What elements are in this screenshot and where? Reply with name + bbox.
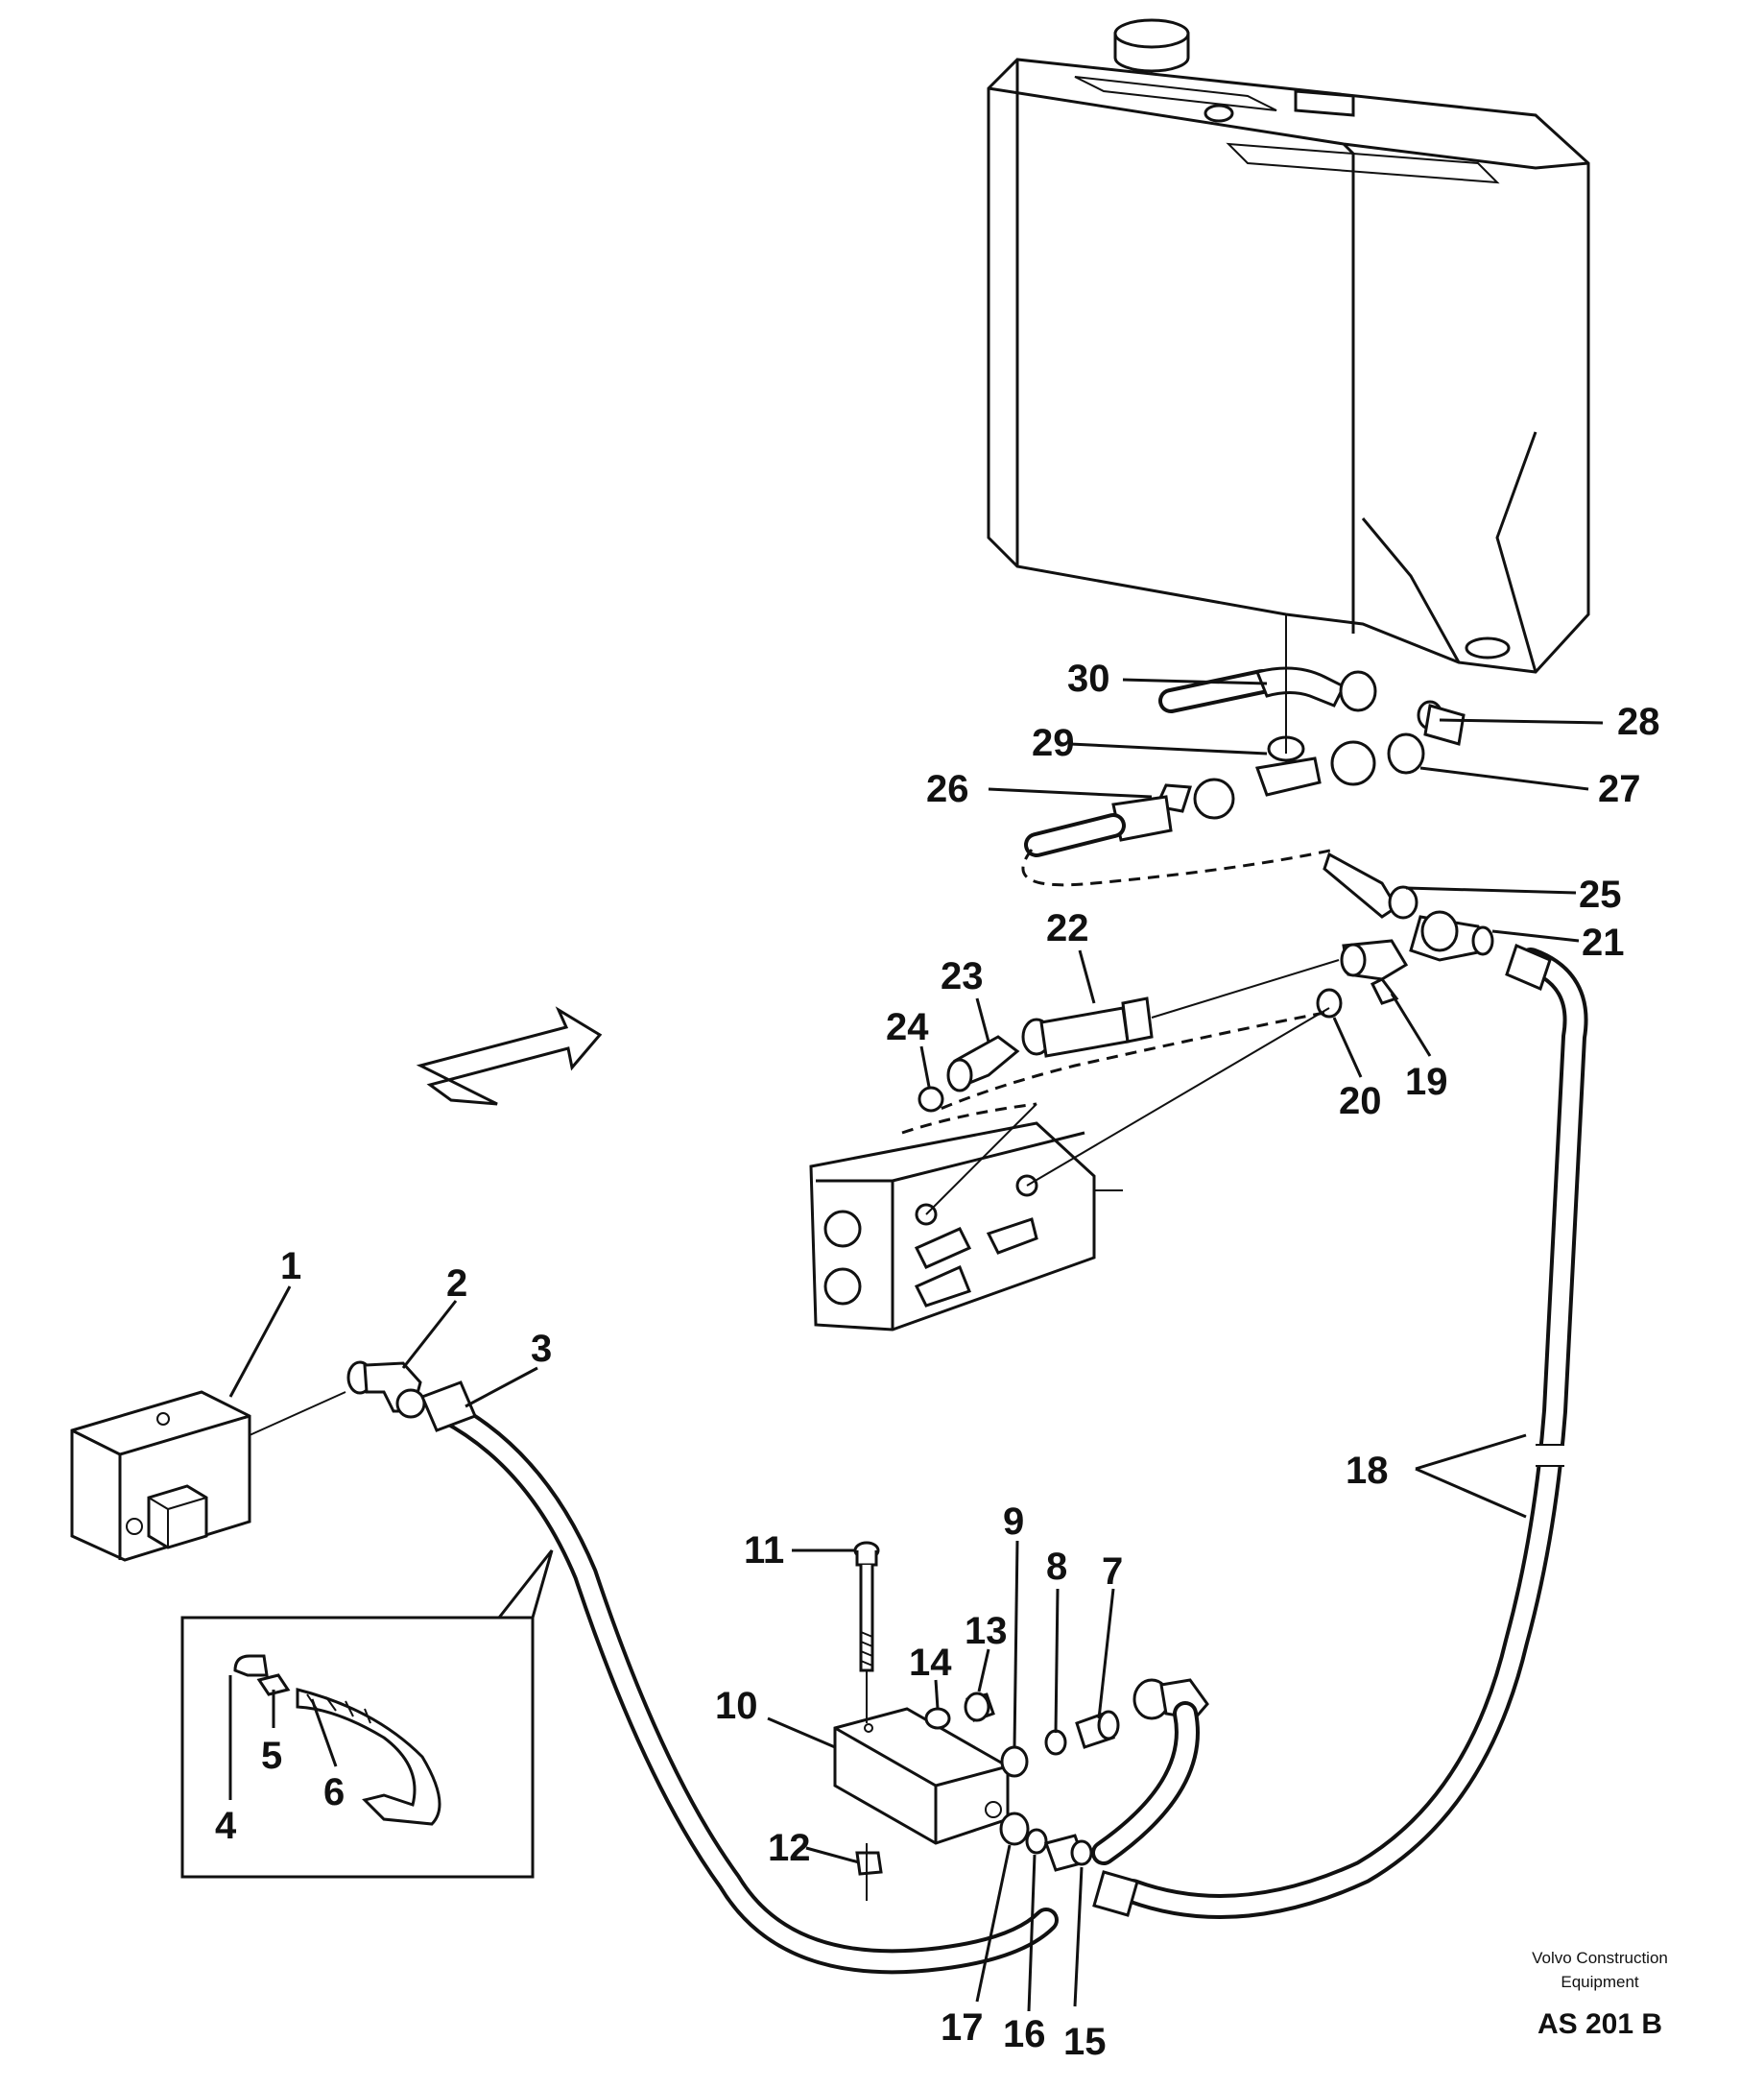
nut-12 (855, 1843, 883, 1901)
callout-30: 30 (1067, 658, 1110, 700)
callout-4: 4 (215, 1805, 237, 1847)
elbow-fitting-2 (346, 1360, 426, 1419)
tank-outlet-fittings (1024, 614, 1466, 857)
adapter-7 (1075, 1710, 1120, 1749)
callout-26: 26 (926, 768, 969, 810)
seal-ring-20 (1316, 988, 1343, 1019)
company-name-line2: Equipment (1561, 1973, 1639, 1991)
callout-8: 8 (1046, 1546, 1067, 1588)
callout-17: 17 (941, 2006, 984, 2049)
hydraulic-tank (987, 18, 1590, 674)
hose-3 (420, 1380, 1059, 1975)
callout-27: 27 (1598, 768, 1641, 810)
callout-12: 12 (768, 1827, 811, 1869)
hose-18 (1092, 943, 1588, 1919)
elbow-fitting-23 (946, 1035, 1020, 1092)
callout-22: 22 (1046, 907, 1089, 949)
company-name-line1: Volvo Construction (1532, 1949, 1668, 1967)
callout-7: 7 (1102, 1550, 1123, 1593)
callout-28: 28 (1617, 701, 1660, 743)
callout-11: 11 (744, 1529, 784, 1572)
footer: Volvo Construction Equipment AS 201 B (1532, 1949, 1668, 2040)
adapter-15 (1044, 1834, 1093, 1872)
tee-fitting-21 (1409, 910, 1494, 962)
callout-19: 19 (1405, 1061, 1448, 1103)
callout-14: 14 (909, 1642, 952, 1684)
callout-10: 10 (715, 1685, 758, 1727)
seal-ring-8 (1044, 1729, 1067, 1756)
clip-inset (180, 1549, 554, 1879)
seal-ring-9 (1000, 1745, 1029, 1778)
callout-15: 15 (1063, 2021, 1107, 2063)
callout-6: 6 (323, 1771, 345, 1813)
callout-13: 13 (965, 1610, 1008, 1652)
callout-25: 25 (1579, 874, 1622, 916)
leader-lines (228, 678, 1604, 2012)
block-10 (833, 1707, 1010, 1845)
pressure-line-dashed-2 (901, 1102, 1037, 1135)
callout-23: 23 (941, 955, 984, 997)
pressure-line-dashed (940, 1011, 1325, 1111)
callout-29: 29 (1032, 722, 1075, 764)
bolt-11 (853, 1541, 880, 1723)
seal-ring-14 (924, 1707, 951, 1730)
elbow-hose-right (1091, 1678, 1209, 1865)
callout-labels: 1 2 3 4 5 6 7 8 9 10 11 12 13 14 15 16 1… (215, 658, 1660, 2063)
callout-20: 20 (1339, 1080, 1382, 1122)
callout-5: 5 (261, 1735, 282, 1777)
fitting-19 (1340, 939, 1409, 1005)
seal-ring-24 (918, 1086, 944, 1113)
fitting-25 (1323, 852, 1418, 920)
callout-24: 24 (886, 1006, 929, 1048)
callout-2: 2 (446, 1262, 467, 1305)
plug-13 (964, 1692, 995, 1722)
callout-3: 3 (531, 1328, 552, 1370)
callout-1: 1 (280, 1245, 301, 1287)
valve-block-1 (70, 1390, 346, 1562)
document-id: AS 201 B (1538, 2008, 1662, 2040)
seal-ring-17 (999, 1812, 1030, 1846)
hose-assembly-22 (1021, 959, 1340, 1058)
callout-16: 16 (1003, 2013, 1046, 2055)
direction-arrow (416, 1006, 603, 1106)
callout-21: 21 (1582, 922, 1625, 964)
callout-18: 18 (1346, 1450, 1389, 1492)
return-line-dashed (1021, 848, 1335, 887)
control-valve (809, 1007, 1330, 1332)
seal-ring-16 (1025, 1828, 1048, 1855)
callout-9: 9 (1003, 1500, 1024, 1543)
